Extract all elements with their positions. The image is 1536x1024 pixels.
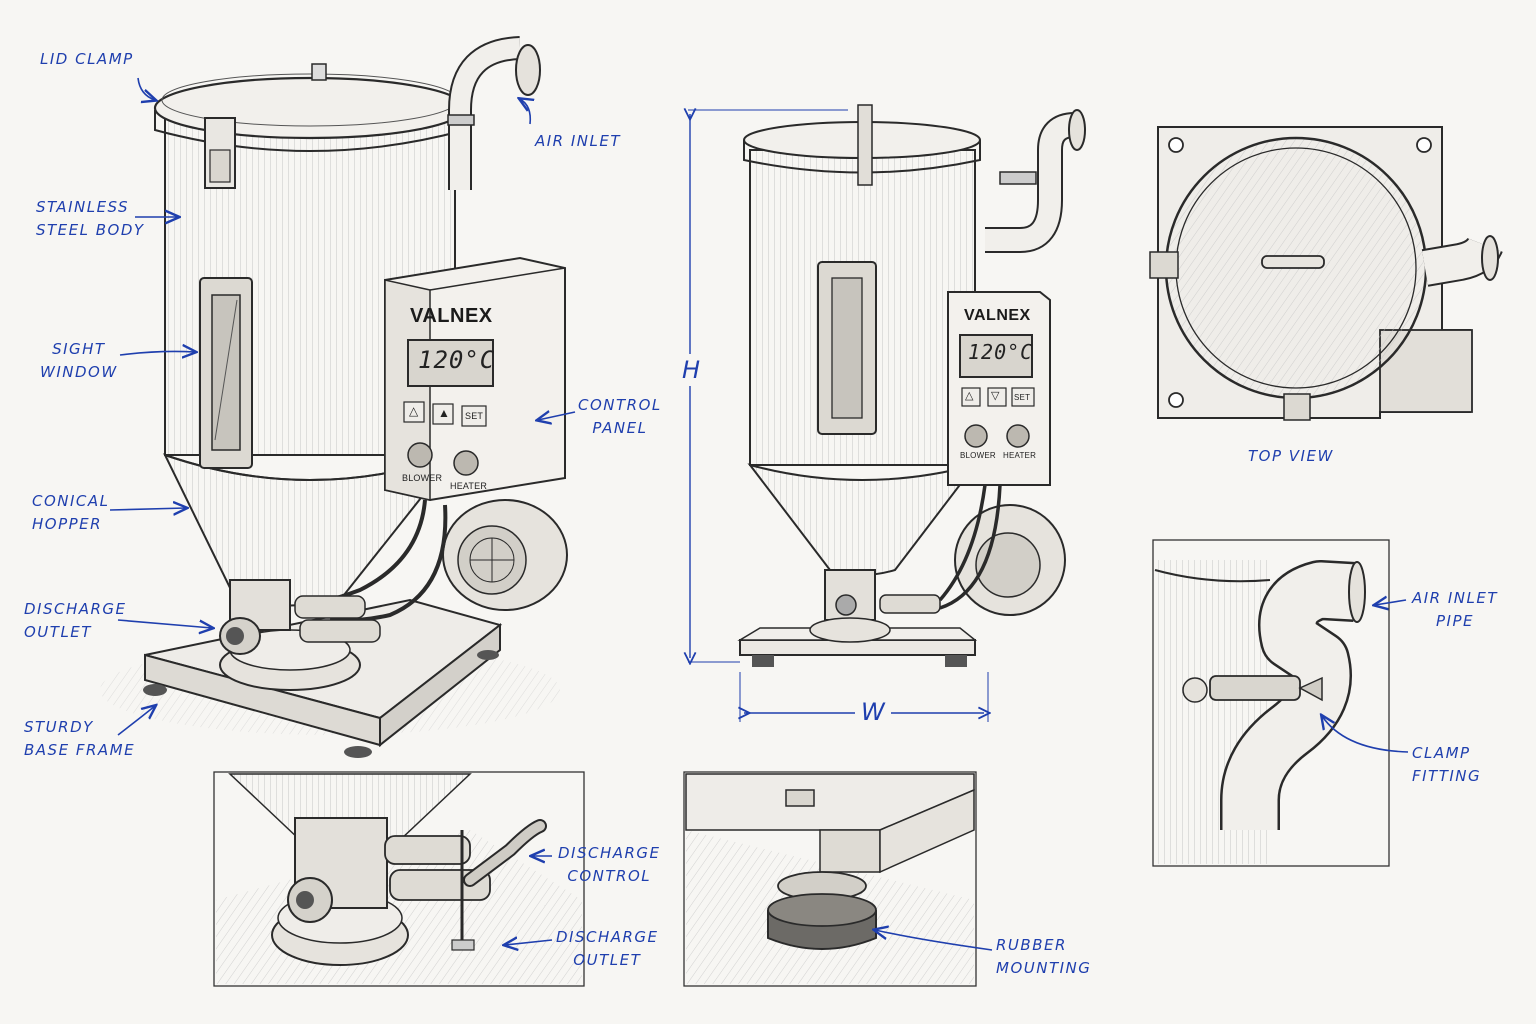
main-mode-button: ▲ <box>438 406 451 420</box>
main-set-button: SET <box>465 411 484 421</box>
top-view-caption: TOP VIEW <box>1248 447 1334 465</box>
front-up-button: △ <box>965 390 974 402</box>
dimension-h-label: H <box>682 354 701 386</box>
detail-discharge-frame <box>213 771 585 987</box>
detail-foot-frame <box>683 771 993 987</box>
main-heater-label: HEATER <box>450 481 488 491</box>
main-up-button: △ <box>409 404 419 418</box>
clamp-band <box>1209 675 1301 701</box>
main-blower-label: BLOWER <box>402 473 443 483</box>
main-display: 120°C <box>418 346 496 374</box>
label-lid-clamp: LID CLAMP <box>40 50 134 68</box>
front-heater-label: HEATER <box>1003 451 1037 460</box>
main-isometric-view <box>100 36 568 758</box>
main-view-leaders <box>109 77 576 736</box>
detail-pipe-frame <box>1152 539 1409 867</box>
lid <box>153 76 467 140</box>
front-view <box>688 104 1086 722</box>
main-brand: VALNEX <box>410 305 493 327</box>
front-brand: VALNEX <box>964 307 1031 324</box>
front-display: 120°C <box>968 340 1034 364</box>
front-blower-label: BLOWER <box>960 451 996 460</box>
front-set-button: SET <box>1014 393 1031 402</box>
label-air-inlet: AIR INLET <box>535 132 622 150</box>
dimension-w-label: W <box>855 698 891 726</box>
front-down-button: ▽ <box>991 390 1000 402</box>
top-view <box>1149 126 1503 421</box>
